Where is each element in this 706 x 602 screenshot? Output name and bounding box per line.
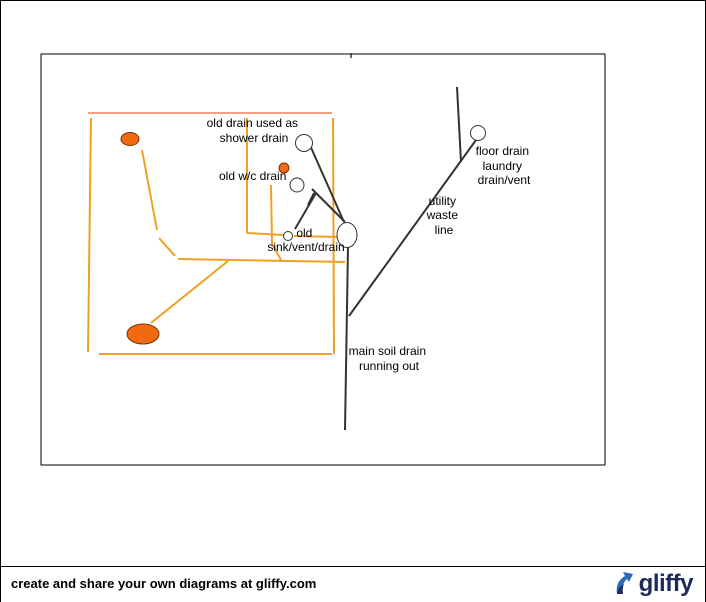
gliffy-logo-icon bbox=[616, 572, 633, 594]
floor-drain-vent-pipe bbox=[456, 86, 462, 163]
canvas-area: old drain used as shower drain old w/c d… bbox=[40, 53, 606, 466]
utility-waste-pipe bbox=[348, 139, 477, 317]
label-old-wc-drain: old w/c drain bbox=[219, 169, 286, 183]
gliffy-logo[interactable]: gliffy bbox=[613, 570, 694, 598]
label-utility-waste: utility waste line bbox=[426, 194, 462, 237]
orange-pipes bbox=[87, 117, 346, 355]
shower-drain-pipe bbox=[308, 142, 345, 223]
label-old-drain-shower: old drain used as shower drain bbox=[207, 116, 302, 145]
wc-drain-circle bbox=[289, 177, 305, 193]
orange-pipe-wc-diagonal bbox=[271, 243, 282, 261]
orange-pipe-horizontal-main bbox=[177, 258, 346, 263]
wc-drain-pipe bbox=[311, 188, 346, 223]
fixture-small-top-left bbox=[120, 132, 140, 146]
wc-branch-pipe bbox=[294, 192, 317, 230]
shower-drain-circle bbox=[295, 134, 313, 152]
orange-pipe-diagonal-a bbox=[141, 149, 158, 231]
main-soil-drain-pipe bbox=[344, 246, 349, 431]
diagram-page-border bbox=[40, 53, 606, 466]
footer-tagline-link[interactable]: create and share your own diagrams at gl… bbox=[11, 576, 317, 591]
fixture-large-bottom-left bbox=[126, 323, 160, 345]
plumbing-diagram: old drain used as shower drain old w/c d… bbox=[40, 53, 606, 466]
orange-pipe-sink-to-stack bbox=[293, 235, 340, 238]
orange-pipe-wc-vertical bbox=[270, 184, 273, 245]
gliffy-logo-text: gliffy bbox=[638, 570, 694, 597]
wc-branch-link bbox=[307, 192, 315, 206]
main-stack-junction bbox=[336, 222, 358, 248]
orange-pipe-link-sink bbox=[246, 232, 285, 236]
orange-pipe-diagonal-b bbox=[158, 237, 176, 257]
floor-drain-circle bbox=[470, 125, 486, 141]
orange-pipe-left-wall bbox=[87, 117, 92, 353]
label-floor-drain: floor drain laundry drain/vent bbox=[476, 144, 533, 187]
orange-pipe-to-large-fixture bbox=[150, 260, 229, 324]
dark-pipes bbox=[294, 86, 477, 431]
fixture-wc-drain bbox=[278, 162, 290, 174]
label-old-sink: old sink/vent/drain bbox=[267, 226, 344, 254]
label-main-soil-drain: main soil drain running out bbox=[349, 344, 430, 373]
footer-bar: create and share your own diagrams at gl… bbox=[1, 566, 705, 602]
sink-drain-circle bbox=[283, 231, 293, 241]
